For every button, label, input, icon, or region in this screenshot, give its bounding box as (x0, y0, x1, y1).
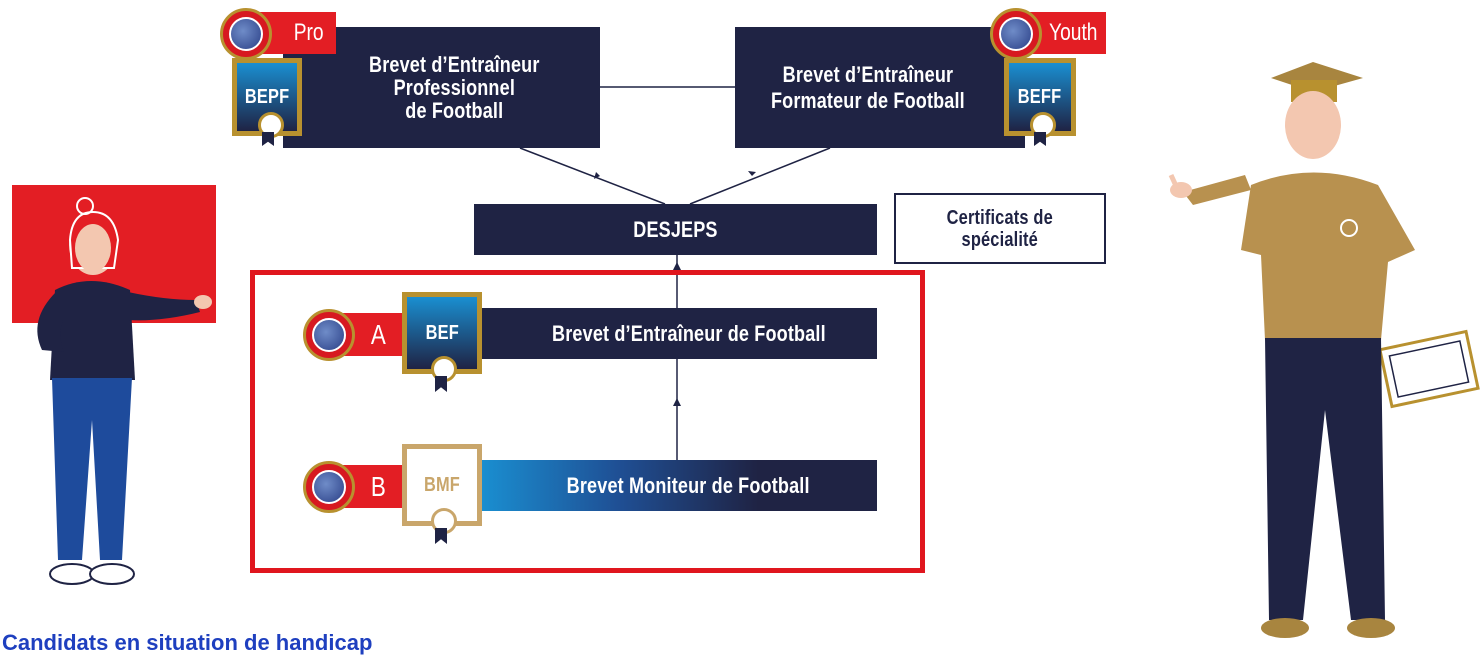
desjeps-box: DESJEPS (474, 204, 877, 255)
bepf-badge-label: BEPF (244, 85, 290, 108)
bepf-box: Brevet d’Entraîneur Professionnel de Foo… (283, 27, 600, 148)
bottom-caption: Candidats en situation de handicap (2, 630, 373, 655)
uefa-logo-icon (303, 461, 355, 513)
bmf-title: Brevet Moniteur de Football (567, 472, 810, 498)
bepf-title-line-1: Brevet d’Entraîneur (368, 52, 540, 77)
bef-bar: Brevet d’Entraîneur de Football (480, 308, 877, 359)
level-b-letter: B (370, 470, 386, 502)
beff-title-line-2: Formateur de Football (770, 87, 965, 113)
desjeps-label: DESJEPS (633, 216, 718, 242)
certificats-line-1: Certificats de (946, 206, 1054, 229)
uefa-logo-icon (220, 8, 272, 60)
beff-title-line-1: Brevet d’Entraîneur (782, 61, 953, 87)
certificats-line-2: spécialité (961, 228, 1039, 251)
man-coach-graduate-illustration (1168, 62, 1480, 638)
beff-box: Brevet d’Entraîneur Formateur de Footbal… (735, 27, 1025, 148)
bepf-title-line-2: Professionnel (393, 75, 515, 100)
youth-level-label: Youth (1048, 19, 1098, 46)
bmf-badge-label: BMF (423, 473, 461, 496)
bepf-title-line-3: de Football (404, 98, 503, 123)
highlight-frame (250, 270, 925, 573)
uefa-logo-icon (990, 8, 1042, 60)
ribbon-tail-icon (435, 376, 447, 392)
woman-coach-illustration (12, 185, 216, 585)
bef-badge-label: BEF (425, 321, 459, 344)
ribbon-tail-icon (1034, 132, 1046, 146)
ribbon-tail-icon (435, 528, 447, 544)
bmf-bar: Brevet Moniteur de Football (480, 460, 877, 511)
beff-badge-label: BEFF (1018, 85, 1062, 108)
ribbon-tail-icon (262, 132, 274, 146)
bef-title: Brevet d’Entraîneur de Football (551, 320, 826, 346)
level-a-letter: A (370, 318, 386, 350)
pro-level-label: Pro (293, 19, 324, 46)
uefa-logo-icon (303, 309, 355, 361)
certificats-box: Certificats de spécialité (894, 193, 1106, 264)
